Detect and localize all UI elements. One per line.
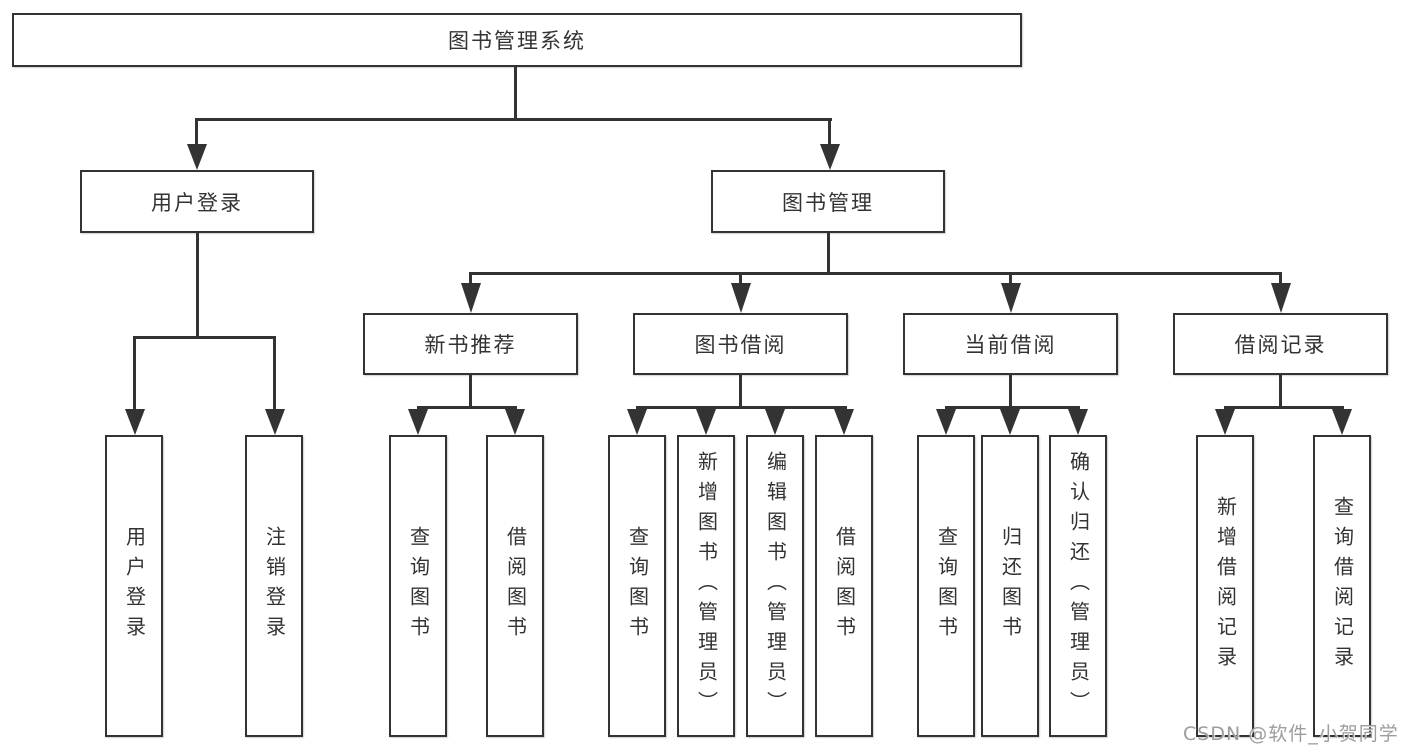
arrow-down-icon bbox=[187, 144, 207, 170]
connector-mgmt-drop-3 bbox=[1009, 275, 1012, 283]
connector-borrow-bar bbox=[636, 406, 847, 409]
leaf-confirm-return-admin: 确认归还（管理员） bbox=[1049, 435, 1107, 737]
connector-current-bar bbox=[945, 406, 1080, 409]
connector-user-drop-right bbox=[273, 339, 276, 409]
arrow-down-icon bbox=[408, 409, 428, 435]
node-current-borrow-label: 当前借阅 bbox=[964, 333, 1057, 357]
leaf-query-borrow-record-label: 查询借阅记录 bbox=[1330, 496, 1355, 676]
arrow-down-icon bbox=[820, 144, 840, 170]
leaf-return-books-label: 归还图书 bbox=[998, 526, 1023, 646]
node-user-login-label: 用户登录 bbox=[151, 190, 243, 215]
arrow-down-icon bbox=[1271, 283, 1291, 313]
leaf-query-books-current-label: 查询图书 bbox=[934, 526, 959, 646]
node-root-label: 图书管理系统 bbox=[448, 29, 586, 53]
connector-current-stem bbox=[1009, 375, 1012, 406]
connector-mgmt-drop-4 bbox=[1279, 275, 1282, 283]
leaf-user-login: 用户登录 bbox=[105, 435, 163, 737]
leaf-borrow-books-borrow: 借阅图书 bbox=[815, 435, 873, 737]
leaf-add-books-admin: 新增图书（管理员） bbox=[677, 435, 735, 737]
arrow-down-icon bbox=[696, 409, 716, 435]
arrow-down-icon bbox=[1215, 409, 1235, 435]
leaf-borrow-books-recommend-label: 借阅图书 bbox=[503, 526, 528, 646]
connector-records-stem bbox=[1279, 375, 1282, 406]
node-borrow-records-label: 借阅记录 bbox=[1234, 333, 1327, 357]
node-borrow-records: 借阅记录 bbox=[1173, 313, 1388, 375]
leaf-query-books-current: 查询图书 bbox=[917, 435, 975, 737]
connector-user-bar bbox=[133, 336, 276, 339]
connector-recommend-stem bbox=[469, 375, 472, 406]
arrow-down-icon bbox=[1068, 409, 1088, 435]
connector-mgmt-bar bbox=[469, 272, 1282, 275]
leaf-user-login-label: 用户登录 bbox=[122, 526, 147, 646]
arrow-down-icon bbox=[461, 283, 481, 313]
leaf-confirm-return-admin-label: 确认归还（管理员） bbox=[1066, 451, 1091, 721]
node-current-borrow: 当前借阅 bbox=[903, 313, 1118, 375]
leaf-logout: 注销登录 bbox=[245, 435, 303, 737]
connector-root-drop-right bbox=[828, 121, 831, 144]
connector-user-drop-left bbox=[133, 339, 136, 409]
node-book-borrow-label: 图书借阅 bbox=[694, 333, 787, 357]
connector-root-stem bbox=[514, 67, 517, 118]
connector-user-stem bbox=[196, 233, 199, 336]
arrow-down-icon bbox=[765, 409, 785, 435]
arrow-down-icon bbox=[936, 409, 956, 435]
node-user-login: 用户登录 bbox=[80, 170, 314, 233]
leaf-query-books-recommend-label: 查询图书 bbox=[406, 526, 431, 646]
leaf-query-books-recommend: 查询图书 bbox=[389, 435, 447, 737]
arrow-down-icon bbox=[505, 409, 525, 435]
connector-borrow-stem bbox=[739, 375, 742, 406]
leaf-logout-label: 注销登录 bbox=[262, 526, 287, 646]
arrow-down-icon bbox=[731, 283, 751, 313]
leaf-edit-books-admin-label: 编辑图书（管理员） bbox=[763, 451, 788, 721]
arrow-down-icon bbox=[1001, 283, 1021, 313]
arrow-down-icon bbox=[125, 409, 145, 435]
connector-root-drop-left bbox=[195, 121, 198, 144]
leaf-borrow-books-recommend: 借阅图书 bbox=[486, 435, 544, 737]
arrow-down-icon bbox=[834, 409, 854, 435]
leaf-borrow-books-borrow-label: 借阅图书 bbox=[832, 526, 857, 646]
connector-mgmt-drop-1 bbox=[469, 275, 472, 283]
leaf-add-borrow-record-label: 新增借阅记录 bbox=[1213, 496, 1238, 676]
connector-root-bar bbox=[195, 118, 832, 121]
node-book-management-label: 图书管理 bbox=[782, 190, 874, 215]
connector-mgmt-stem bbox=[827, 233, 830, 272]
watermark: CSDN @软件_小贺同学 bbox=[1183, 723, 1399, 745]
leaf-return-books: 归还图书 bbox=[981, 435, 1039, 737]
node-root: 图书管理系统 bbox=[12, 13, 1022, 67]
arrow-down-icon bbox=[1000, 409, 1020, 435]
node-new-book-recommend-label: 新书推荐 bbox=[424, 333, 517, 357]
leaf-query-borrow-record: 查询借阅记录 bbox=[1313, 435, 1371, 737]
connector-recommend-bar bbox=[417, 406, 517, 409]
connector-mgmt-drop-2 bbox=[739, 275, 742, 283]
leaf-query-books-borrow-label: 查询图书 bbox=[625, 526, 650, 646]
connector-records-bar bbox=[1224, 406, 1344, 409]
leaf-query-books-borrow: 查询图书 bbox=[608, 435, 666, 737]
leaf-add-borrow-record: 新增借阅记录 bbox=[1196, 435, 1254, 737]
leaf-edit-books-admin: 编辑图书（管理员） bbox=[746, 435, 804, 737]
node-book-borrow: 图书借阅 bbox=[633, 313, 848, 375]
leaf-add-books-admin-label: 新增图书（管理员） bbox=[694, 451, 719, 721]
arrow-down-icon bbox=[1332, 409, 1352, 435]
node-new-book-recommend: 新书推荐 bbox=[363, 313, 578, 375]
node-book-management: 图书管理 bbox=[711, 170, 945, 233]
arrow-down-icon bbox=[627, 409, 647, 435]
arrow-down-icon bbox=[265, 409, 285, 435]
